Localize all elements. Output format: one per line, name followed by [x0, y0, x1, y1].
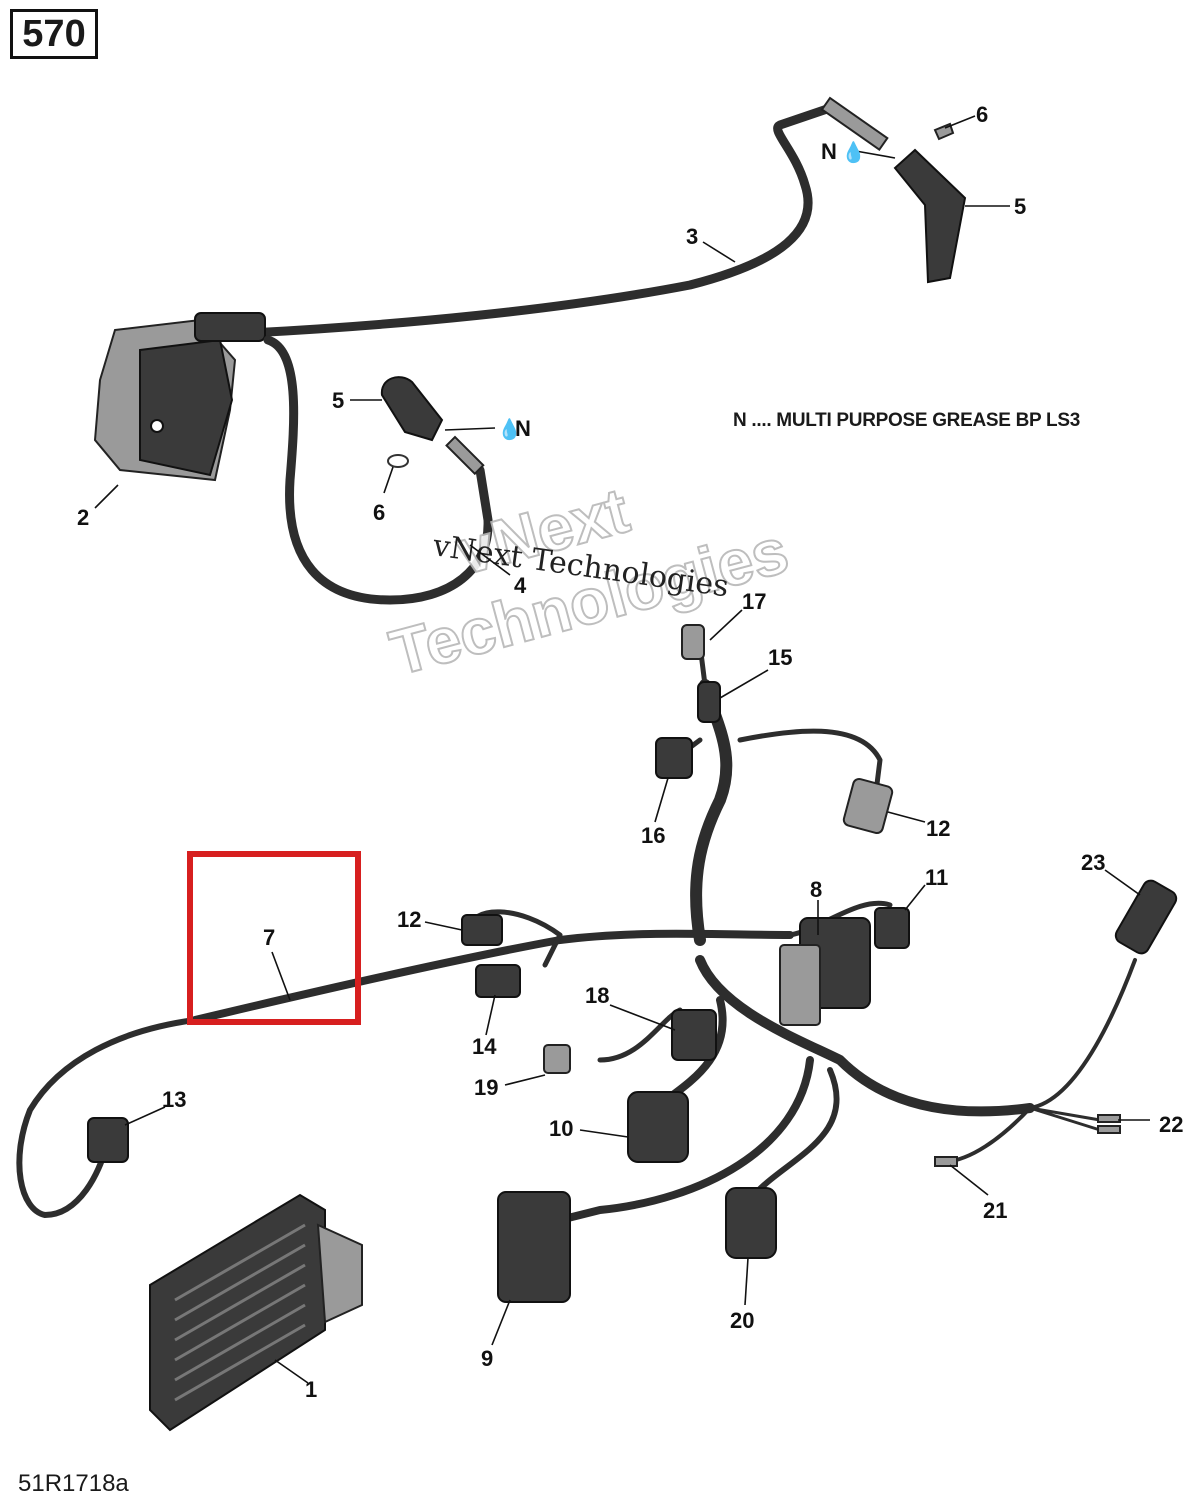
callout-5-middle: 5	[332, 388, 344, 413]
clip-middle	[387, 454, 409, 468]
ignition-coil	[93, 312, 266, 482]
connector-11	[874, 907, 910, 949]
callout-23: 23	[1081, 850, 1105, 875]
clip-top	[933, 122, 955, 141]
callout-21: 21	[983, 1198, 1007, 1223]
callout-6-top: 6	[976, 102, 988, 127]
callout-10: 10	[549, 1116, 573, 1141]
callout-11: 11	[925, 865, 948, 890]
callout-16: 16	[641, 823, 665, 848]
callout-22: 22	[1159, 1112, 1183, 1137]
drop-icon-middle: 💧	[497, 417, 522, 441]
connector-13	[87, 1117, 129, 1163]
page-number: 570	[10, 9, 98, 59]
callout-17: 17	[742, 589, 766, 614]
callout-5-top: 5	[1014, 194, 1026, 219]
callout-13: 13	[162, 1087, 186, 1112]
connector-20	[725, 1187, 777, 1259]
ignition-cable-4	[263, 335, 493, 605]
connector-9	[497, 1191, 571, 1303]
main-wiring-harness	[16, 642, 1137, 1224]
spark-plug-cap-middle	[380, 376, 444, 442]
spark-plug-cable-end-top	[820, 96, 889, 152]
grease-legend: N .... MULTI PURPOSE GREASE BP LS3	[733, 410, 1080, 431]
callout-12-left: 12	[397, 907, 421, 932]
callout-7: 7	[263, 925, 275, 950]
ignition-cable-3	[245, 103, 835, 338]
terminals-22	[1097, 1114, 1121, 1134]
callout-15: 15	[768, 645, 792, 670]
callout-19: 19	[474, 1075, 498, 1100]
spark-plug-cable-end-mid	[445, 435, 485, 476]
callout-14: 14	[472, 1034, 497, 1059]
connector-17	[681, 624, 705, 660]
connector-18	[671, 1009, 717, 1061]
callout-9: 9	[481, 1346, 493, 1371]
callout-3: 3	[686, 224, 698, 249]
drop-icon-top: 💧	[841, 140, 866, 164]
figure-id: 51R1718a	[18, 1470, 129, 1497]
highlight-box-7	[187, 851, 361, 1025]
fuse-holder-15	[697, 681, 721, 723]
callout-8: 8	[810, 877, 822, 902]
relay-8	[779, 917, 871, 1026]
callout-2: 2	[77, 505, 89, 530]
callout-4: 4	[514, 573, 527, 598]
leader-lines	[94, 115, 1150, 1384]
connector-14	[475, 964, 521, 998]
connector-10	[627, 1091, 689, 1163]
grease-mark-top: N	[821, 139, 837, 164]
callout-18: 18	[585, 983, 609, 1008]
ecm-module-1	[149, 1193, 363, 1432]
connector-12-left	[461, 914, 503, 946]
callout-12-right: 12	[926, 816, 950, 841]
callout-20: 20	[730, 1308, 754, 1333]
callout-1: 1	[305, 1377, 317, 1402]
spark-plug-cap-top	[893, 148, 967, 284]
grease-mark-middle: N	[515, 416, 531, 441]
connector-23	[1114, 879, 1178, 955]
wire-end-21	[934, 1156, 958, 1167]
connector-19	[543, 1044, 571, 1074]
callout-6-middle: 6	[373, 500, 385, 525]
connector-12-right	[842, 777, 894, 835]
connector-16	[655, 737, 693, 779]
